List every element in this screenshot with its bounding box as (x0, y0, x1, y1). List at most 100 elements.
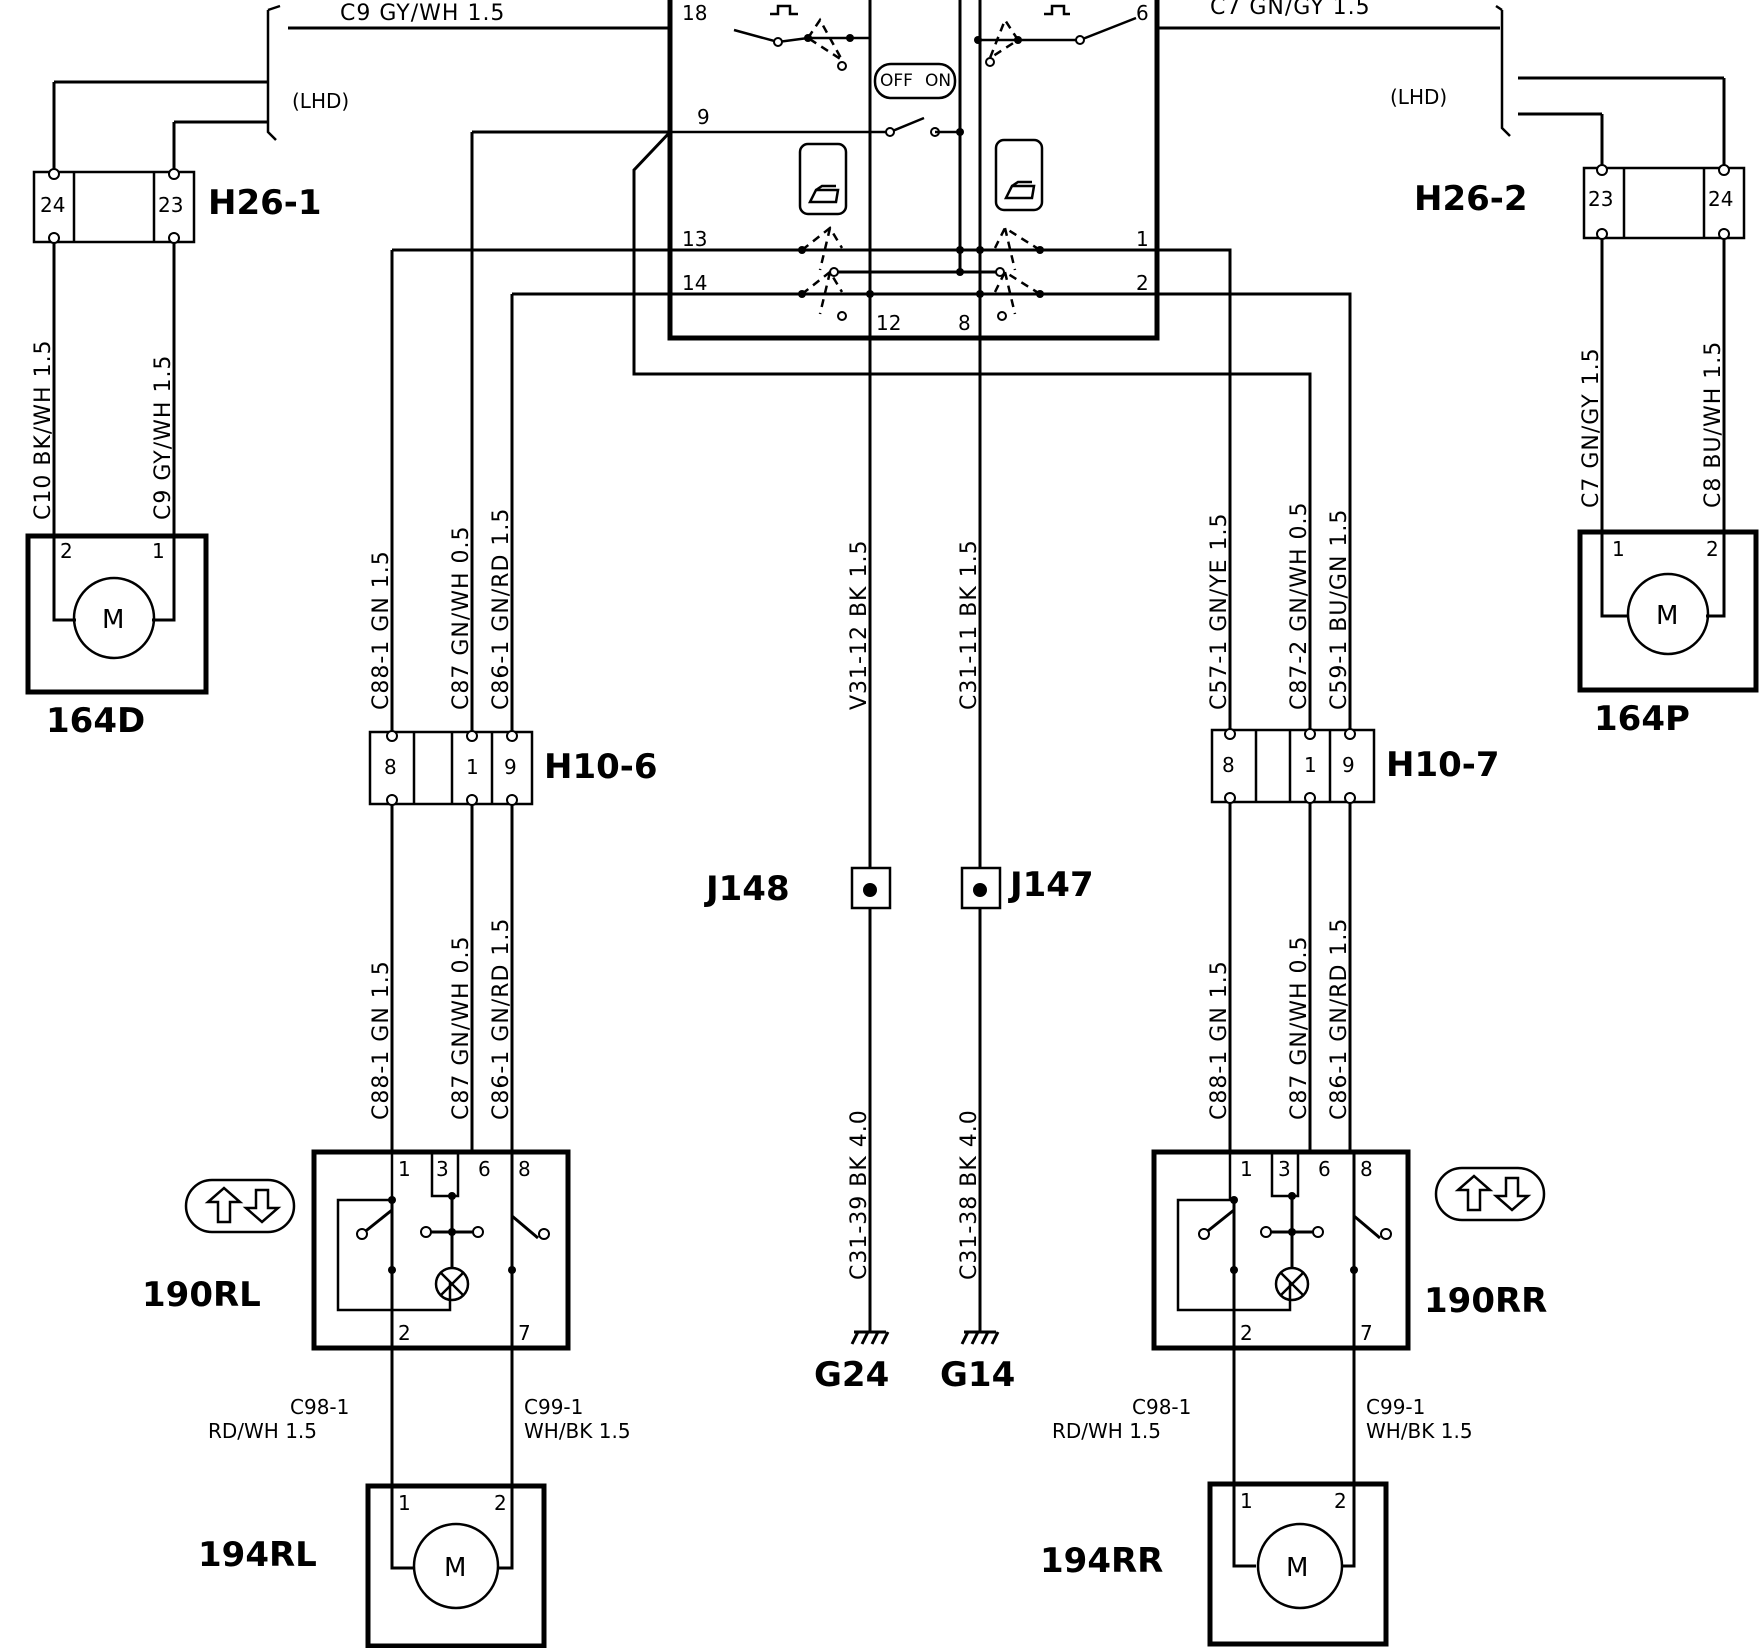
h26-2-label: H26-2 (1414, 179, 1528, 219)
wire-label-c9-gywh: C9 GY/WH 1.5 (151, 355, 176, 520)
junction-j147-label: J147 (1008, 865, 1094, 905)
switch-pin-9: 9 (697, 105, 710, 129)
wire-label-c31-38: C31-38 BK 4.0 (957, 1109, 982, 1280)
motor-164p: M 1 2 164P (1577, 529, 1759, 739)
switch-190rl-label: 190RL (142, 1275, 261, 1315)
wire-label-c86-upper-left: C86-1 GN/RD 1.5 (489, 508, 514, 710)
lhd-note-right: (LHD) (1390, 85, 1447, 109)
left-window-button-icon (798, 142, 848, 216)
junction-j148-label: J148 (704, 869, 790, 909)
190rr-pin-6: 6 (1318, 1157, 1331, 1181)
motor-164d-pin-2: 2 (60, 539, 73, 563)
motor-194rl-label: 194RL (198, 1535, 317, 1575)
ground-g14-label: G14 (940, 1355, 1015, 1395)
on-label: ON (925, 71, 951, 91)
ground-g14-icon: G14 (940, 1330, 1015, 1395)
right-c99-code: C99-1 (1366, 1395, 1425, 1419)
190rr-pin-3: 3 (1278, 1157, 1291, 1181)
h26-2-pin-24: 24 (1708, 187, 1733, 211)
switch-pin-12: 12 (876, 311, 901, 335)
switch-190rl: 1 3 6 8 2 7 190RL (142, 1149, 571, 1351)
190rl-pin-1: 1 (398, 1157, 411, 1181)
switch-pin-13: 13 (682, 227, 707, 251)
h10-6-pin-1: 1 (466, 755, 479, 779)
motor-164d-label: 164D (46, 701, 145, 741)
motor-194rr: M 1 2 194RR (1040, 1481, 1389, 1647)
motor-194rr-label: 194RR (1040, 1541, 1163, 1581)
wire-label-c86-lower-right: C86-1 GN/RD 1.5 (1327, 918, 1352, 1120)
h26-1-pin-24: 24 (40, 193, 65, 217)
h10-7-pin-8: 8 (1222, 753, 1235, 777)
190rl-pin-2: 2 (398, 1321, 411, 1345)
switch-pin-8: 8 (958, 311, 971, 335)
lhd-note-left: (LHD) (292, 89, 349, 113)
top-wiring: C9 GY/WH 1.5 C7 GN/GY 1.5 (LHD) (LHD) (52, 0, 1726, 172)
h10-6-pin-9: 9 (504, 755, 517, 779)
left-c98-code: C98-1 (290, 1395, 349, 1419)
h10-7-label: H10-7 (1386, 745, 1500, 785)
h26-1-pin-23: 23 (158, 193, 183, 217)
switch-190rr-label: 190RR (1424, 1281, 1547, 1321)
190rr-pin-1: 1 (1240, 1157, 1253, 1181)
wire-label-c88-upper-left: C88-1 GN 1.5 (369, 550, 394, 710)
wire-label-c87-upper-left: C87 GN/WH 0.5 (449, 525, 474, 710)
switch-pin-18: 18 (682, 1, 707, 25)
connector-h10-7: 8 1 9 H10-7 (1210, 728, 1500, 804)
junction-j148: J148 (704, 866, 892, 910)
indicator-lamp-icon (434, 1266, 470, 1302)
h10-7-pin-1: 1 (1304, 753, 1317, 777)
switch-pin-2: 2 (1136, 271, 1149, 295)
194rr-pin-2: 2 (1334, 1489, 1347, 1513)
top-left-wire-label: C9 GY/WH 1.5 (340, 1, 505, 26)
up-down-arrows-icon (184, 1178, 296, 1234)
wire-label-c7-gngy: C7 GN/GY 1.5 (1579, 347, 1604, 508)
h10-6-label: H10-6 (544, 747, 658, 787)
wire-label-c88-lower-right: C88-1 GN 1.5 (1207, 960, 1232, 1120)
h26-1-label: H26-1 (208, 183, 322, 223)
motor-164p-pin-2: 2 (1706, 537, 1719, 561)
off-label: OFF (880, 71, 913, 91)
wire-label-c10-bkwh: C10 BK/WH 1.5 (31, 339, 56, 520)
190rl-pin-6: 6 (478, 1157, 491, 1181)
190rr-pin-7: 7 (1360, 1321, 1373, 1345)
window-switch-assembly: OFF ON (667, 0, 1160, 341)
wire-label-c87-lower-right: C87 GN/WH 0.5 (1287, 935, 1312, 1120)
ground-g24-label: G24 (814, 1355, 889, 1395)
junction-j147: J147 (960, 865, 1094, 910)
switch-pin-6: 6 (1136, 1, 1149, 25)
connector-h26-2: 23 24 H26-2 (1414, 164, 1746, 240)
190rl-pin-3: 3 (436, 1157, 449, 1181)
motor-164d: M 2 1 164D (25, 533, 209, 741)
190rr-pin-8: 8 (1360, 1157, 1373, 1181)
motor-194rr-symbol: M (1286, 1553, 1308, 1583)
indicator-lamp-icon (1274, 1266, 1310, 1302)
switch-pin-1: 1 (1136, 227, 1149, 251)
h26-2-pin-23: 23 (1588, 187, 1613, 211)
right-c98-code: C98-1 (1132, 1395, 1191, 1419)
switch-190rr: 1 3 6 8 2 7 190RR (1151, 1149, 1547, 1351)
motor-164p-pin-1: 1 (1612, 537, 1625, 561)
wire-label-c8-buwh: C8 BU/WH 1.5 (1701, 341, 1726, 508)
left-c98-spec: RD/WH 1.5 (208, 1419, 317, 1443)
190rl-pin-8: 8 (518, 1157, 531, 1181)
wire-label-c31-39: C31-39 BK 4.0 (847, 1109, 872, 1280)
connector-h26-1: 24 23 H26-1 (32, 168, 322, 244)
ground-g24-icon: G24 (814, 1330, 890, 1395)
connector-h10-6: 8 1 9 H10-6 (368, 730, 658, 806)
motor-164d-symbol: M (102, 605, 124, 635)
right-window-button-icon (994, 138, 1044, 212)
wire-label-c88-lower-left: C88-1 GN 1.5 (369, 960, 394, 1120)
right-c99-spec: WH/BK 1.5 (1366, 1419, 1473, 1443)
194rr-pin-1: 1 (1240, 1489, 1253, 1513)
motor-194rl-symbol: M (444, 1553, 466, 1583)
wire-label-c57-1: C57-1 GN/YE 1.5 (1207, 512, 1232, 710)
top-right-wire-label: C7 GN/GY 1.5 (1210, 0, 1371, 20)
motor-164p-label: 164P (1594, 699, 1690, 739)
up-down-arrows-icon (1434, 1166, 1546, 1222)
right-c98-spec: RD/WH 1.5 (1052, 1419, 1161, 1443)
switch-pin-14: 14 (682, 271, 707, 295)
wire-label-v31-12: V31-12 BK 1.5 (847, 540, 872, 710)
motor-194rl: M 1 2 194RL (198, 1483, 547, 1648)
194rl-pin-2: 2 (494, 1491, 507, 1515)
